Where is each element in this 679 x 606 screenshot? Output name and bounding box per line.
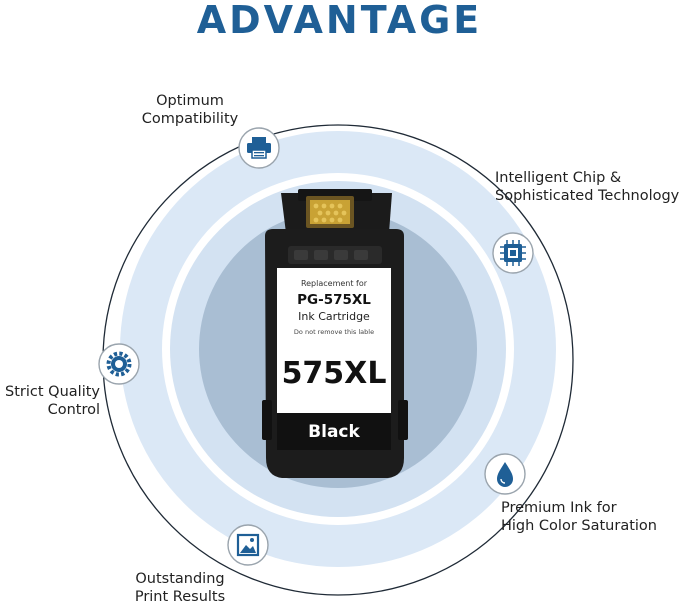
ink-cartridge: Replacement for PG-575XL Ink Cartridge D…	[262, 189, 408, 478]
page-title: ADVANTAGE	[196, 0, 483, 42]
feature-print: Outstanding Print Results	[100, 570, 260, 606]
feature-print-line1: Outstanding	[135, 571, 225, 587]
feature-print-line2: Print Results	[134, 589, 226, 605]
feature-chip-line1: Intelligent Chip &	[495, 170, 622, 186]
feature-ink: Premium Ink for High Color Saturation	[501, 499, 677, 535]
feature-quality: Strict Quality Control	[0, 383, 100, 419]
label-color-text: Black	[308, 422, 360, 442]
label-replacement-text: Replacement for	[301, 279, 368, 288]
ink-drop-icon	[484, 453, 526, 495]
feature-ink-line2: High Color Saturation	[501, 518, 657, 534]
chip-icon	[492, 232, 534, 274]
cartridge-chip	[306, 196, 354, 228]
picture-icon	[227, 524, 269, 566]
feature-ink-line1: Premium Ink for	[501, 500, 617, 516]
color-strip	[277, 413, 391, 450]
feature-chip-line2: Sophisticated Technology	[495, 188, 679, 204]
label-model-text: PG-575XL	[297, 292, 371, 308]
label-number-text: 575XL	[282, 356, 387, 391]
feature-chip: Intelligent Chip & Sophisticated Technol…	[495, 169, 679, 205]
feature-compatibility: Optimum Compatibility	[110, 92, 270, 128]
printer-icon	[238, 127, 280, 169]
feature-compatibility-line1: Optimum	[156, 93, 224, 109]
gear-icon	[98, 343, 140, 385]
label-warning-text: Do not remove this lable	[294, 328, 374, 336]
feature-quality-line2: Control	[47, 402, 100, 418]
feature-compatibility-line2: Compatibility	[141, 111, 239, 127]
label-type-text: Ink Cartridge	[298, 310, 370, 323]
feature-quality-line1: Strict Quality	[5, 384, 100, 400]
